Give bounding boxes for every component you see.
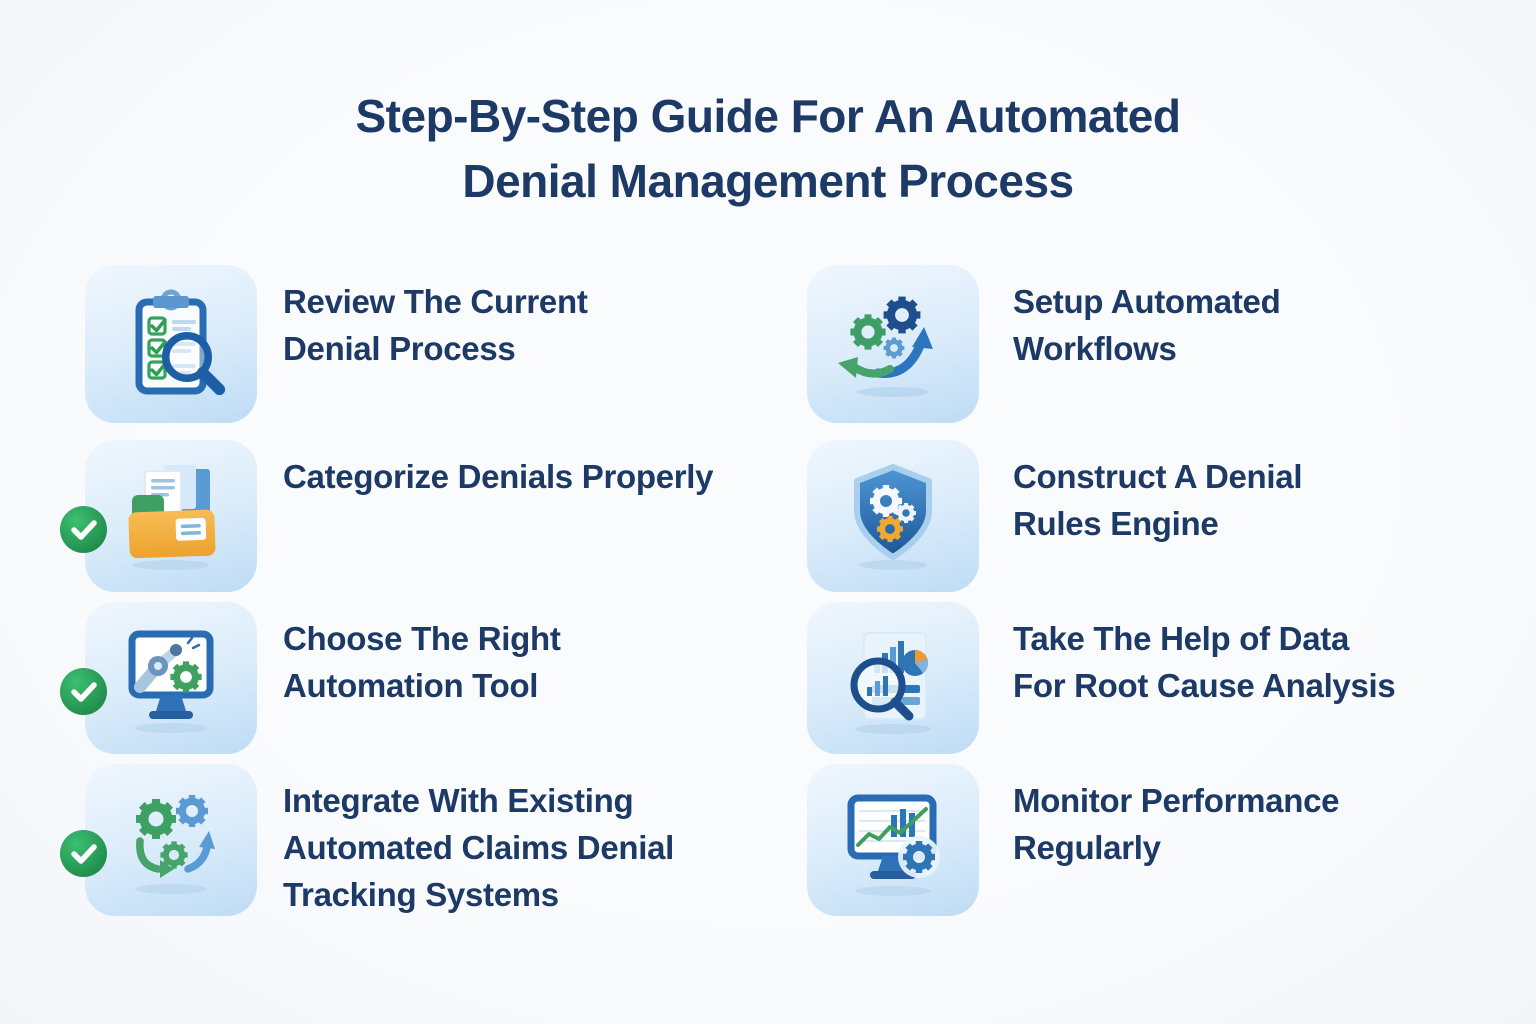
step-label-line: Monitor Performance <box>1013 782 1340 819</box>
step-label-line: Integrate With Existing <box>283 782 634 819</box>
clipboard-checklist-magnifier-icon <box>135 289 230 403</box>
page-title: Step-By-Step Guide For An Automated Deni… <box>0 84 1536 214</box>
step-label: Integrate With Existing Automated Claims… <box>283 777 674 918</box>
step-label-line: Tracking Systems <box>283 876 559 913</box>
title-line-2: Denial Management Process <box>462 155 1074 207</box>
step-label-line: Automated Claims Denial <box>283 829 675 866</box>
step-item-choose-automation-tool: Choose The Right Automation Tool <box>60 602 785 762</box>
step-item-setup-workflows: Setup Automated Workflows <box>807 265 1507 425</box>
step-icon-tile <box>85 265 257 423</box>
completed-check-icon <box>60 506 107 553</box>
step-label: Take The Help of Data For Root Cause Ana… <box>1013 615 1396 709</box>
step-label-line: Construct A Denial <box>1013 458 1303 495</box>
step-icon-tile <box>85 440 257 592</box>
data-analysis-charts-icon <box>850 632 931 734</box>
performance-monitor-icon <box>847 794 940 896</box>
step-label-line: Setup Automated <box>1013 283 1281 320</box>
step-icon-tile <box>807 764 979 916</box>
step-label-line: Workflows <box>1013 330 1177 367</box>
step-label: Construct A Denial Rules Engine <box>1013 453 1302 547</box>
folder-documents-icon <box>128 465 216 570</box>
step-label-line: Automation Tool <box>283 667 539 704</box>
completed-check-icon <box>60 668 107 715</box>
step-item-monitor-performance: Monitor Performance Regularly <box>807 764 1507 924</box>
step-label-line: Take The Help of Data <box>1013 620 1349 657</box>
step-label-line: For Root Cause Analysis <box>1013 667 1396 704</box>
step-icon-tile <box>807 602 979 754</box>
step-label: Monitor Performance Regularly <box>1013 777 1339 871</box>
step-item-review-denial-process: Review The Current Denial Process <box>85 265 785 425</box>
step-item-categorize-denials: Categorize Denials Properly <box>60 440 785 600</box>
step-item-root-cause-analysis: Take The Help of Data For Root Cause Ana… <box>807 602 1507 762</box>
completed-check-icon <box>60 830 107 877</box>
step-label: Choose The Right Automation Tool <box>283 615 561 709</box>
step-label-line: Regularly <box>1013 829 1161 866</box>
step-item-integrate-tracking-systems: Integrate With Existing Automated Claims… <box>60 764 785 924</box>
step-label-line: Denial Process <box>283 330 516 367</box>
title-line-1: Step-By-Step Guide For An Automated <box>355 90 1182 142</box>
workflow-gears-icon <box>838 285 933 397</box>
integration-gears-icon <box>112 781 215 894</box>
monitor-robot-arm-icon <box>128 630 214 733</box>
step-label-line: Choose The Right <box>283 620 561 657</box>
step-label-line: Review The Current <box>283 283 588 320</box>
step-icon-tile <box>85 602 257 754</box>
step-item-denial-rules-engine: Construct A Denial Rules Engine <box>807 440 1507 600</box>
step-label-line: Categorize Denials Properly <box>283 458 714 495</box>
step-label: Setup Automated Workflows <box>1013 278 1281 372</box>
step-label: Categorize Denials Properly <box>283 453 714 500</box>
shield-gears-icon <box>854 464 932 570</box>
step-label-line: Rules Engine <box>1013 505 1219 542</box>
step-icon-tile <box>85 764 257 916</box>
step-label: Review The Current Denial Process <box>283 278 588 372</box>
step-icon-tile <box>807 440 979 592</box>
step-icon-tile <box>807 265 979 423</box>
